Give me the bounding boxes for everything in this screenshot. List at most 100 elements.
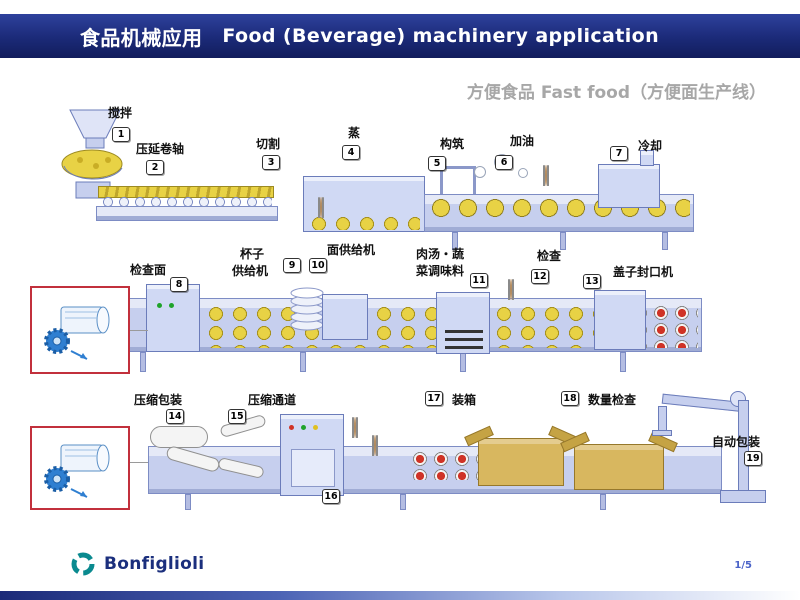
- cooler-vent: [640, 150, 654, 166]
- worker-figure: [372, 435, 388, 456]
- station-14-badge: 14: [166, 409, 184, 424]
- station-5-label: 构筑: [440, 137, 465, 151]
- robot-gripper: [652, 430, 672, 436]
- station-19-badge: 19: [744, 451, 762, 466]
- cabinet-door: [291, 449, 335, 487]
- worker-figure: [352, 417, 368, 438]
- brand-logo: Bonfiglioli: [70, 551, 204, 577]
- station-17-badge: 17: [425, 391, 443, 406]
- station-1-label: 搅拌: [108, 106, 133, 120]
- rolling-conveyor: [96, 206, 278, 221]
- panel-light: [313, 425, 318, 430]
- station-13-badge: 13: [583, 274, 601, 289]
- conveyor-leg: [400, 494, 406, 510]
- panel-light: [301, 425, 306, 430]
- station-6-badge: 6: [495, 155, 513, 170]
- station-13-label: 盖子封口机: [613, 265, 674, 279]
- conveyor-leg: [460, 352, 466, 372]
- station-10-label: 面供给机: [327, 243, 376, 257]
- carton-flap: [464, 425, 494, 447]
- gearmotor-illustration: [44, 306, 110, 360]
- station-18-label: 数量检查: [588, 393, 637, 407]
- station-11-label: 肉汤・蔬: [416, 247, 465, 261]
- slide-subtitle: 方便食品 Fast food（方便面生产线）: [466, 83, 766, 103]
- station-11-label2: 菜调味料: [416, 264, 465, 278]
- cup-stack-illustration: [290, 287, 324, 331]
- worker-figure: [543, 165, 559, 186]
- station-14-label: 压缩包装: [134, 393, 183, 407]
- callout-leader-line: [130, 462, 148, 463]
- bonfiglioli-logo-icon: [71, 552, 95, 576]
- film-roll: [150, 426, 208, 448]
- steamer-noodle-band: [308, 214, 420, 230]
- robot-base: [720, 490, 766, 503]
- cup-packs-row: [410, 450, 482, 480]
- station-3-badge: 3: [262, 155, 280, 170]
- station-7-label: 冷却: [638, 139, 663, 153]
- title-en: Food (Beverage) machinery application: [222, 25, 660, 47]
- station-8-label: 检查面: [130, 263, 167, 277]
- conveyor-leg: [600, 494, 606, 510]
- station-15-label: 压缩通道: [248, 393, 297, 407]
- station-17-label: 装箱: [452, 393, 477, 407]
- gearmotor-callout-box: [30, 426, 130, 510]
- station-19-label: 自动包装: [712, 435, 761, 449]
- robot-wrist: [658, 406, 667, 432]
- brand-name: Bonfiglioli: [104, 554, 205, 574]
- station-9-label2: 供给机: [232, 264, 269, 278]
- noodle-cups-row: [205, 304, 625, 348]
- noodle-inspection-machine: [146, 284, 200, 352]
- steam-puff: [518, 168, 528, 178]
- rolling-rollers: [100, 196, 272, 208]
- station-12-label: 检查: [537, 249, 562, 263]
- callout-leader-line: [130, 330, 148, 331]
- header-bar: 食品机械应用 Food (Beverage) machinery applica…: [0, 14, 800, 58]
- conveyor-leg: [662, 232, 668, 250]
- station-18-badge: 18: [561, 391, 579, 406]
- mixer-illustration: [61, 109, 123, 199]
- station-7-badge: 7: [610, 146, 628, 161]
- seasoning-coils: [445, 327, 483, 349]
- station-2-label: 压延卷轴: [136, 142, 185, 156]
- seasoning-machine: [436, 292, 490, 354]
- station-5-badge: 5: [428, 156, 446, 171]
- lid-sealing-machine: [594, 290, 646, 350]
- station-8-badge: 8: [170, 277, 188, 292]
- station-10-badge: 10: [309, 258, 327, 273]
- station-16-badge: 16: [322, 489, 340, 504]
- worker-figure: [508, 279, 524, 300]
- station-15-badge: 15: [228, 409, 246, 424]
- conveyor-leg: [185, 494, 191, 510]
- panel-light: [289, 425, 294, 430]
- station-9-label: 杯子: [240, 247, 265, 261]
- title-zh: 食品机械应用: [80, 25, 203, 50]
- station-2-badge: 2: [146, 160, 164, 175]
- station-9-badge: 9: [283, 258, 301, 273]
- control-cabinet: [280, 414, 344, 496]
- station-11-badge: 11: [470, 273, 488, 288]
- station-3-label: 切割: [256, 137, 281, 151]
- station-12-badge: 12: [531, 269, 549, 284]
- conveyor-leg: [452, 232, 458, 250]
- page-number: 1/5: [734, 560, 752, 571]
- open-carton: [464, 425, 578, 486]
- cooler-unit: [598, 164, 660, 208]
- conveyor-leg: [560, 232, 566, 250]
- gearmotor-callout-box: [30, 286, 130, 374]
- station-6-label: 加油: [510, 134, 535, 148]
- open-carton: [560, 431, 678, 490]
- station-1-badge: 1: [112, 127, 130, 142]
- conveyor-leg: [620, 352, 626, 372]
- indicator-light: [169, 303, 174, 308]
- station-4-badge: 4: [342, 145, 360, 160]
- worker-figure: [318, 197, 334, 218]
- indicator-light: [157, 303, 162, 308]
- bottom-accent-bar: [0, 591, 800, 600]
- forming-frame: [440, 166, 476, 198]
- conveyor-leg: [140, 352, 146, 372]
- station-4-label: 蒸: [348, 126, 361, 140]
- steam-puff: [474, 166, 486, 178]
- noodle-feeder-machine: [322, 294, 368, 340]
- gearmotor-illustration: [44, 444, 110, 498]
